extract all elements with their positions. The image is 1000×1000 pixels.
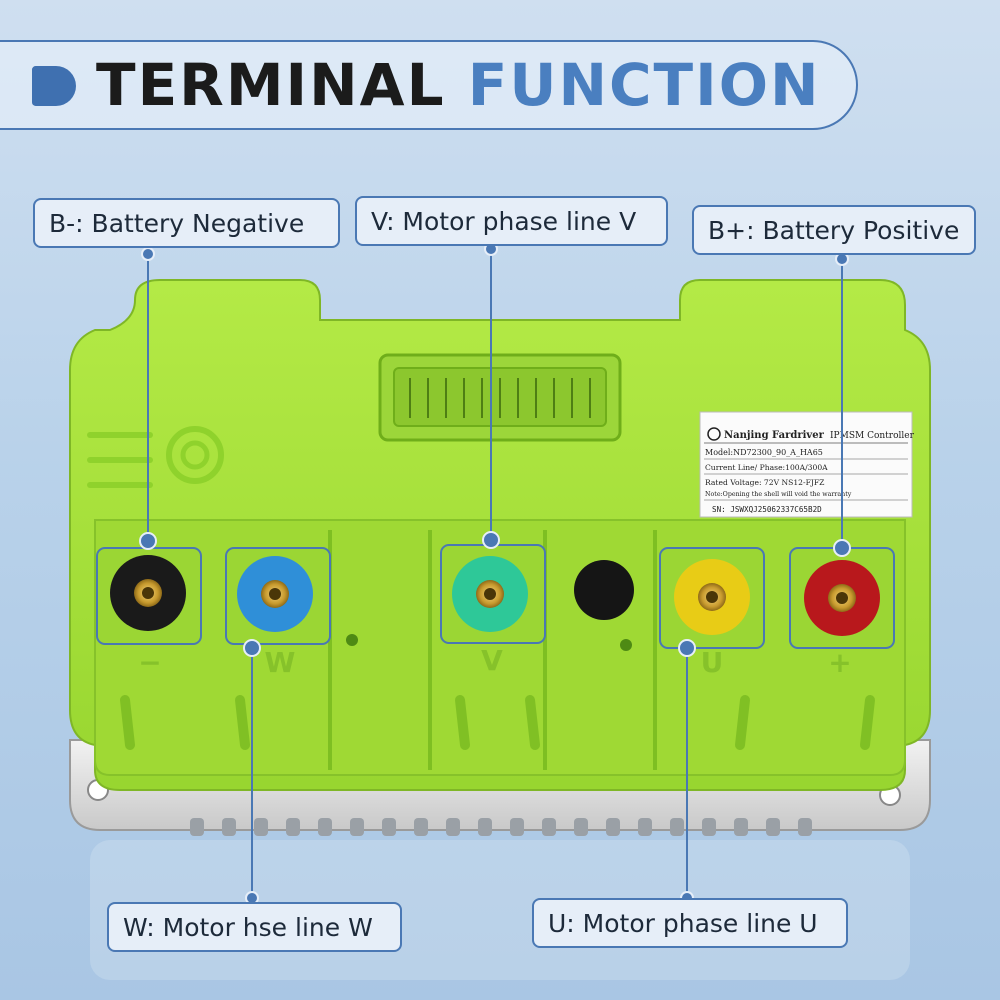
callout-battery-negative-text: B-: Battery Negative	[49, 209, 305, 238]
title-word-terminal: TERMINAL	[96, 51, 446, 119]
page-title: TERMINAL FUNCTION	[96, 50, 821, 120]
terminal-b-neg	[96, 547, 202, 645]
mark-v: V	[481, 644, 503, 677]
leader-lines	[147, 245, 843, 898]
callout-motor-phase-v: V: Motor phase line V	[355, 196, 668, 246]
label-current: Current Line/ Phase:100A/300A	[705, 463, 828, 472]
callout-motor-phase-u: U: Motor phase line U	[532, 898, 848, 948]
label-brand: Nanjing Fardriver	[724, 430, 825, 441]
callout-battery-negative: B-: Battery Negative	[33, 198, 340, 248]
callout-battery-positive-text: B+: Battery Positive	[708, 216, 960, 245]
label-type: IPMSM Controller	[830, 431, 915, 441]
callout-battery-positive: B+: Battery Positive	[692, 205, 976, 255]
signal-connector	[378, 353, 622, 442]
mark-positive: +	[828, 646, 851, 679]
title-word-function: FUNCTION	[467, 51, 821, 119]
label-voltage: Rated Voltage: 72V NS12-FJFZ	[705, 478, 824, 487]
terminal-b-pos	[789, 547, 895, 649]
vent-plug	[574, 560, 634, 620]
product-label: Nanjing Fardriver IPMSM Controller Model…	[699, 411, 915, 518]
terminal-w	[225, 547, 331, 645]
label-model: Model:ND72300_90_A_HA65	[705, 448, 823, 457]
mount-hole	[346, 634, 358, 646]
terminal-u	[659, 547, 765, 649]
mark-negative: −	[138, 646, 161, 679]
leader-dots	[139, 242, 851, 905]
label-serial: SN: JSWXQJ25062337C65B2D	[712, 505, 822, 514]
mount-hole	[620, 639, 632, 651]
mark-w: W	[265, 646, 296, 679]
title-banner	[0, 40, 858, 130]
callout-motor-phase-v-text: V: Motor phase line V	[371, 207, 637, 236]
terminal-v	[440, 544, 546, 644]
callout-motor-phase-u-text: U: Motor phase line U	[548, 909, 818, 938]
callout-motor-line-w-text: W: Motor hse line W	[123, 913, 373, 942]
gear-logo-icon	[166, 426, 224, 484]
label-note: Note:Opening the shell will void the war…	[705, 491, 852, 498]
title-marker-icon	[32, 66, 76, 106]
mark-u: U	[701, 646, 724, 679]
callout-motor-line-w: W: Motor hse line W	[107, 902, 402, 952]
